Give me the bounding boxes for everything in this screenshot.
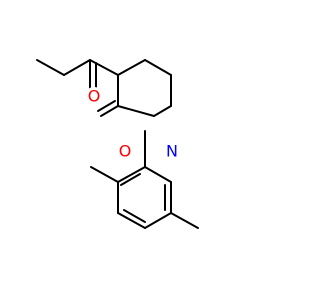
atom-nitrogen-label: N <box>166 142 178 161</box>
bond-aryl-c4-c5 <box>144 212 172 229</box>
bond-ring-c3-c4 <box>117 59 146 76</box>
bond-lactam-c-o-1 <box>100 105 119 117</box>
atom-oxygen-ketone: O <box>85 87 103 106</box>
bond-ethyl-ch2-carbonyl <box>63 59 91 76</box>
molecule-canvas: O O N <box>36 59 199 229</box>
bond-aryl-c1-c2-inner <box>120 173 141 186</box>
bond-aryl-c3-c4-inner <box>123 209 146 223</box>
bond-ethyl-ch3-ch2 <box>36 59 65 76</box>
bond-methyl-meta <box>170 212 199 229</box>
atom-oxygen-lactam: O <box>116 142 134 161</box>
bond-aryl-c3-c4 <box>117 212 146 229</box>
atom-nitrogen: N <box>163 142 181 161</box>
bond-methyl-ortho <box>90 166 119 183</box>
bond-carbonyl-c3 <box>89 59 119 76</box>
bond-aryl-c1-c2 <box>117 166 146 183</box>
atom-oxygen-ketone-label: O <box>88 87 101 106</box>
bond-ring-n-c2 <box>117 105 155 117</box>
molecule-structure: O O N <box>36 59 199 229</box>
bond-lactam-c-o-2 <box>97 100 116 112</box>
bond-aryl-c6-c1 <box>144 166 172 183</box>
atom-oxygen-lactam-label: O <box>119 142 132 161</box>
bond-ring-c4-c5 <box>144 59 172 76</box>
bond-ring-c6-n <box>153 105 172 117</box>
